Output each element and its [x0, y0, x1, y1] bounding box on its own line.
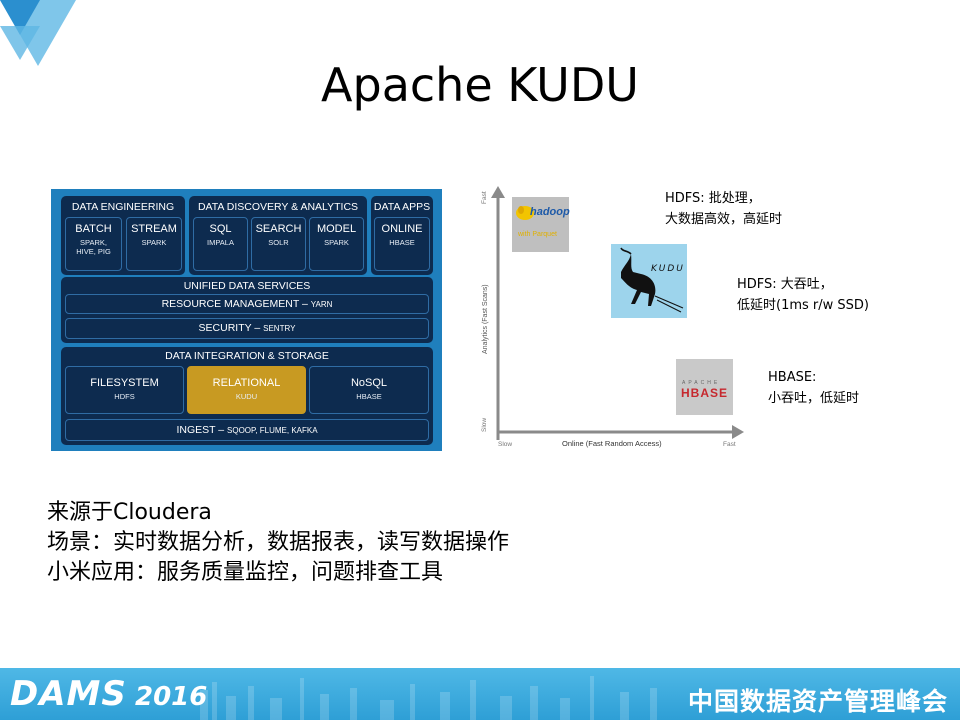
skyline-decoration: [200, 676, 657, 720]
hbase-logo: APACHE HBASE: [676, 359, 733, 415]
cell-search: SEARCH SOLR: [251, 217, 306, 271]
cell-stream: STREAM SPARK: [126, 217, 182, 271]
cell-name: SEARCH: [255, 223, 302, 235]
kudu-logo: KUDU: [611, 244, 687, 318]
hbase-top: APACHE: [682, 380, 721, 386]
kudu-antelope-icon: [620, 247, 684, 313]
note-line: HDFS: 批处理，: [665, 191, 761, 206]
cell-name: BATCH: [75, 223, 112, 235]
cell-name: SQL: [209, 223, 232, 235]
group-header: DATA ENGINEERING: [71, 201, 175, 213]
architecture-diagram: DATA ENGINEERING DATA DISCOVERY & ANALYT…: [51, 189, 442, 451]
bar-label: INGEST –: [176, 424, 228, 436]
note-line: 大数据高效，高延时: [665, 212, 783, 227]
resource-management-bar: RESOURCE MANAGEMENT – YARN: [65, 294, 429, 314]
note-line: HBASE:: [768, 370, 817, 385]
cell-name: MODEL: [316, 223, 357, 235]
hadoop-word: hadoop: [530, 206, 570, 218]
cell-name: FILESYSTEM: [90, 377, 159, 389]
note-hbase: HBASE: 小吞吐，低延时: [768, 367, 859, 409]
cell-sub: HBASE: [389, 238, 415, 247]
x-tick-fast: Fast: [723, 441, 736, 448]
note-hdfs-batch: HDFS: 批处理， 大数据高效，高延时: [665, 188, 782, 230]
kudu-word: KUDU: [651, 264, 685, 274]
note-line: HDFS: 大吞吐，: [737, 277, 833, 292]
dams-logo: DAMS: [10, 674, 127, 714]
cell-sub: HBASE: [356, 392, 382, 401]
bar-tech: YARN: [310, 300, 333, 309]
footer-banner: [0, 668, 960, 720]
elephant-icon: [516, 206, 534, 220]
body-line-scenario: 场景：实时数据分析，数据报表，读写数据操作: [47, 530, 510, 555]
storage-header: DATA INTEGRATION & STORAGE: [165, 350, 329, 362]
cell-sub: HDFS: [114, 392, 135, 401]
cell-sub: IMPALA: [207, 238, 234, 247]
body-text: 来源于Cloudera 场景：实时数据分析，数据报表，读写数据操作 小米应用：服…: [47, 498, 509, 588]
cell-sub: KUDU: [235, 392, 258, 401]
y-tick-slow: Slow: [481, 417, 488, 432]
positioning-chart-axes: [491, 186, 744, 440]
conference-name: 中国数据资产管理峰会: [687, 687, 948, 716]
x-axis-label: Online (Fast Random Access): [562, 439, 662, 448]
hbase-word: HBASE: [681, 386, 729, 400]
cell-sub: SOLR: [268, 238, 289, 247]
cell-relational-kudu: RELATIONAL KUDU: [187, 366, 306, 414]
ingest-bar: INGEST – SQOOP, FLUME, KAFKA: [65, 419, 429, 441]
body-line-source: 来源于Cloudera: [47, 500, 212, 525]
cell-name: NoSQL: [350, 377, 388, 389]
hadoop-parquet-logo: hadoop with Parquet: [512, 197, 570, 252]
corner-decoration: [0, 0, 76, 66]
page-title: Apache KUDU: [321, 58, 639, 112]
cell-model: MODEL SPARK: [309, 217, 364, 271]
bar-label: SECURITY –: [198, 322, 264, 334]
cell-name: RELATIONAL: [212, 377, 281, 389]
security-bar: SECURITY – SENTRY: [65, 318, 429, 339]
bar-tech: SENTRY: [263, 324, 296, 333]
hadoop-caption: with Parquet: [518, 231, 557, 238]
cell-sub: SPARK: [324, 238, 349, 247]
note-kudu: HDFS: 大吞吐， 低延时(1ms r/w SSD): [737, 274, 869, 316]
note-line: 小吞吐，低延时: [768, 391, 860, 406]
cell-name: ONLINE: [381, 223, 423, 235]
bar-tech: SQOOP, FLUME, KAFKA: [227, 426, 318, 435]
cell-name: STREAM: [131, 223, 177, 235]
y-tick-fast: Fast: [481, 191, 488, 204]
bar-label: RESOURCE MANAGEMENT –: [161, 298, 311, 310]
cell-sub: SPARK: [141, 238, 167, 247]
x-tick-slow: Slow: [498, 441, 513, 448]
cell-filesystem: FILESYSTEM HDFS: [65, 366, 184, 414]
cell-nosql: NoSQL HBASE: [309, 366, 429, 414]
group-header: DATA APPS: [373, 201, 431, 213]
cell-sub: SPARK, HIVE, PIG: [76, 238, 111, 256]
cell-online: ONLINE HBASE: [374, 217, 430, 271]
y-axis-label: Analytics (Fast Scans): [482, 284, 489, 354]
body-line-xiaomi: 小米应用：服务质量监控，问题排查工具: [47, 560, 444, 585]
note-line: 低延时(1ms r/w SSD): [737, 298, 869, 313]
group-header: DATA DISCOVERY & ANALYTICS: [197, 201, 359, 213]
cell-batch: BATCH SPARK, HIVE, PIG: [65, 217, 122, 271]
cell-sql: SQL IMPALA: [193, 217, 248, 271]
unified-header: UNIFIED DATA SERVICES: [183, 280, 311, 292]
dams-year: 2016: [135, 682, 208, 712]
